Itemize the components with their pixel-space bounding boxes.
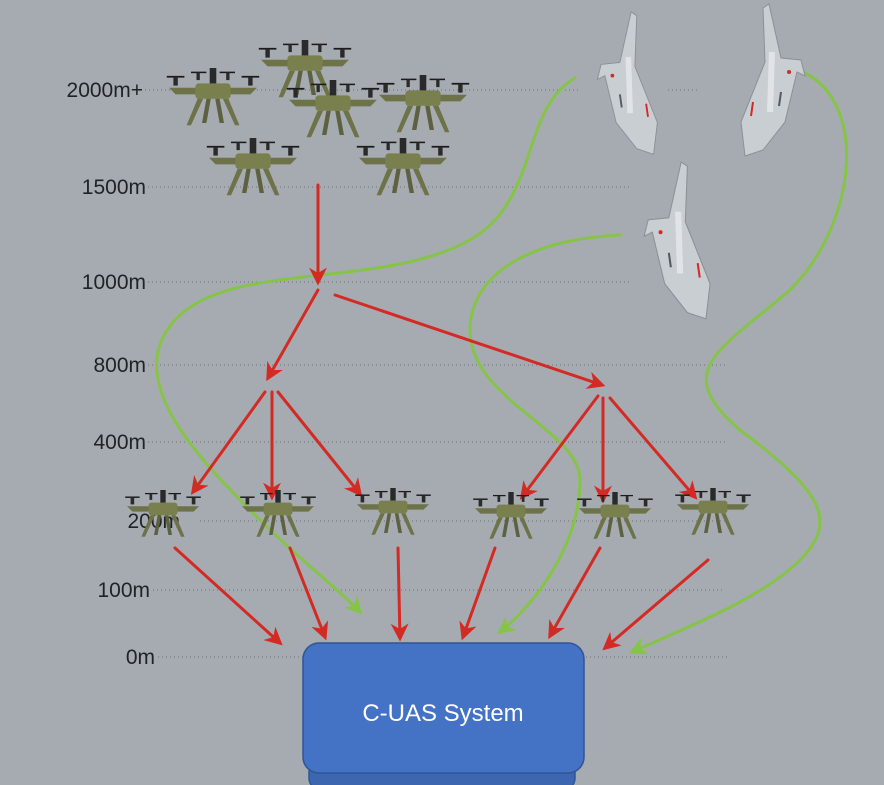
quadcopter-drone-icon <box>576 492 654 540</box>
altitude-label: 1500m <box>82 176 146 199</box>
low-altitude-swarm <box>124 488 752 540</box>
threat-arrow <box>519 394 600 500</box>
altitude-label: 100m <box>97 579 150 602</box>
fixed-wing-group <box>596 2 807 320</box>
altitude-scale: 2000m+ 1500m 1000m 800m 400m 200m 100m 0… <box>67 79 180 669</box>
flying-wing-uav-icon <box>642 160 712 320</box>
threat-arrow <box>548 546 602 640</box>
altitude-label: 400m <box>93 431 146 454</box>
quadcopter-drone-icon <box>165 68 261 127</box>
quadcopter-drone-icon <box>472 492 550 540</box>
flying-wing-uav-icon <box>739 2 807 158</box>
fixed-wing-path <box>468 233 622 635</box>
altitude-label: 2000m+ <box>67 79 143 102</box>
altitude-label: 0m <box>126 646 155 669</box>
threat-paths <box>173 183 710 651</box>
altitude-label: 1000m <box>82 271 146 294</box>
high-altitude-swarm <box>165 40 471 197</box>
threat-arrow <box>459 546 497 641</box>
c-uas-system-box: C-UAS System <box>302 642 585 785</box>
threat-arrow <box>266 288 320 382</box>
altitude-guides <box>145 89 730 658</box>
threat-arrow <box>390 546 409 642</box>
threat-arrow <box>276 390 363 497</box>
quadcopter-drone-icon <box>355 138 451 197</box>
threat-arrow <box>288 546 329 641</box>
threat-arrow <box>333 293 606 389</box>
threat-arrow <box>173 546 283 646</box>
threat-arrow <box>602 558 710 651</box>
threat-arrow <box>608 396 698 500</box>
threat-arrow <box>190 390 267 495</box>
fixed-wing-path <box>628 66 848 655</box>
c-uas-system-label: C-UAS System <box>362 700 523 727</box>
flying-wing-uav-icon <box>596 10 659 156</box>
quadcopter-drone-icon <box>257 40 353 99</box>
altitude-label: 800m <box>93 354 146 377</box>
quadcopter-drone-icon <box>354 488 432 536</box>
quadcopter-drone-icon <box>674 488 752 536</box>
quadcopter-drone-icon <box>285 80 381 139</box>
c-uas-system <box>302 642 585 774</box>
quadcopter-drone-icon <box>375 75 471 134</box>
